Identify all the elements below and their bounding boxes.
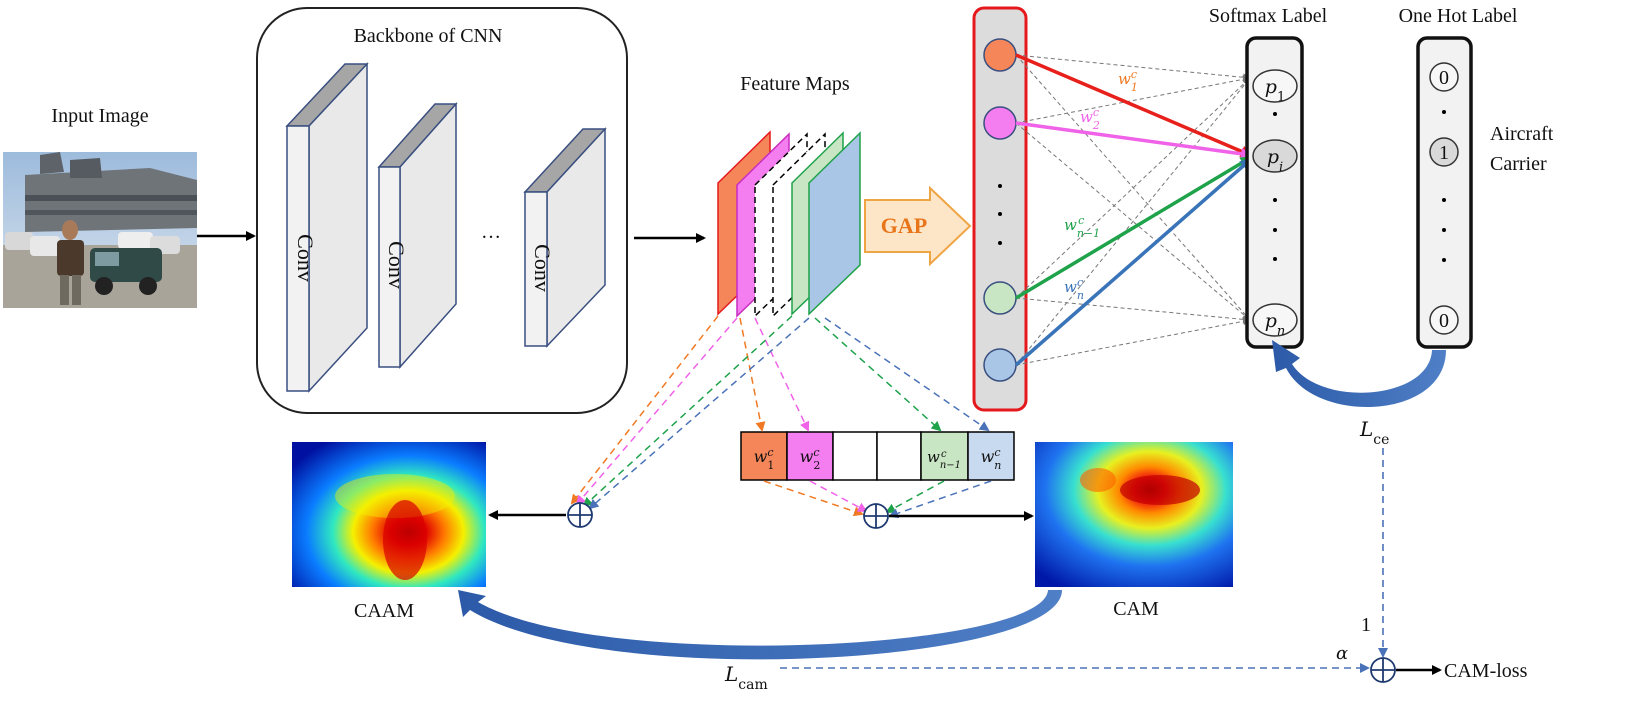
weight-line-2 — [1015, 121, 1253, 160]
feature-maps-label: Feature Maps — [740, 73, 850, 95]
svg-text:1: 1 — [1439, 142, 1449, 164]
onehot-dots — [1442, 198, 1446, 262]
svg-text:0: 0 — [1439, 310, 1449, 332]
weight-cell-n: wnc — [981, 446, 1002, 472]
onehot-title: One Hot Label — [1399, 5, 1518, 27]
weight-line-n-1 — [1015, 156, 1253, 300]
softmax-dots — [1273, 198, 1277, 261]
gap-node-n — [983, 348, 1017, 382]
gap-node-2 — [983, 106, 1017, 140]
conv-layer-3: Conv — [523, 127, 607, 348]
wlabel-1: w1c — [1118, 68, 1138, 94]
fm-to-caam-dashed — [570, 315, 810, 510]
backbone-ellipsis: … — [481, 221, 501, 243]
weight-line-n — [1014, 158, 1253, 367]
softmax-dot — [1273, 112, 1277, 116]
wlabel-n: wnc — [1064, 276, 1084, 302]
cam-loss-label: CAM-loss — [1444, 660, 1528, 682]
softmax-p1: p1 — [1252, 69, 1298, 105]
lce-label: Lce — [1359, 417, 1389, 448]
cam-label: CAM — [1113, 598, 1159, 620]
gap-label: GAP — [881, 213, 927, 238]
gap-node-n-1 — [983, 281, 1017, 315]
onehot-item-3: 0 — [1429, 305, 1459, 335]
loss-sum-node — [1370, 657, 1396, 683]
class-name-line1: Aircraft — [1490, 123, 1554, 145]
conv-label-3: Conv — [530, 244, 555, 292]
weight-vector: w1c w2c wn−1c wnc — [740, 431, 1015, 481]
cam-sum-node — [863, 503, 889, 529]
input-photo — [3, 152, 197, 308]
cam-heatmap — [1035, 442, 1233, 587]
weight-line-1 — [1015, 53, 1253, 157]
fm-to-weights-dashed — [739, 317, 990, 432]
weights-to-cam-sum-dashed — [763, 480, 992, 519]
conv-layer-2: Conv — [377, 102, 458, 369]
conv-label-2: Conv — [384, 241, 409, 289]
conv-label-1: Conv — [293, 234, 318, 282]
lcam-weight-label: α — [1336, 643, 1348, 664]
caam-heatmap — [292, 442, 486, 587]
gap-node-1 — [983, 38, 1017, 72]
backbone-box — [256, 7, 628, 414]
onehot-vector — [1416, 36, 1473, 349]
lcam-label: Lcam — [724, 662, 768, 693]
softmax-pn: pn — [1252, 303, 1298, 339]
caam-sum-node — [567, 502, 593, 528]
weight-cell-2: w2c — [800, 446, 821, 472]
caam-label: CAAM — [354, 600, 414, 622]
onehot-dot — [1442, 110, 1446, 114]
weight-cell-1: w1c — [754, 446, 775, 472]
gap-ellipsis-dots — [998, 184, 1002, 245]
cam-curve-arrow — [458, 590, 1062, 660]
backbone-title: Backbone of CNN — [354, 25, 503, 47]
onehot-item-1: 0 — [1429, 62, 1459, 92]
softmax-pi: pi — [1252, 139, 1298, 175]
wlabel-2: w2c — [1080, 106, 1100, 132]
gap-vector — [972, 6, 1028, 412]
conv-layer-1: Conv — [285, 62, 369, 393]
class-name-line2: Carrier — [1490, 153, 1547, 175]
feature-map-stack — [717, 130, 861, 318]
lce-weight-label: 1 — [1361, 614, 1371, 636]
ce-curve-arrow — [1272, 340, 1446, 408]
fc-dashed-lines — [1015, 54, 1251, 366]
wlabel-n-1: wn−1c — [1064, 214, 1100, 240]
input-image-label: Input Image — [51, 105, 148, 127]
gap-arrow: GAP — [864, 185, 972, 267]
svg-text:0: 0 — [1439, 67, 1449, 89]
softmax-title: Softmax Label — [1209, 5, 1328, 27]
onehot-item-2: 1 — [1429, 137, 1459, 167]
